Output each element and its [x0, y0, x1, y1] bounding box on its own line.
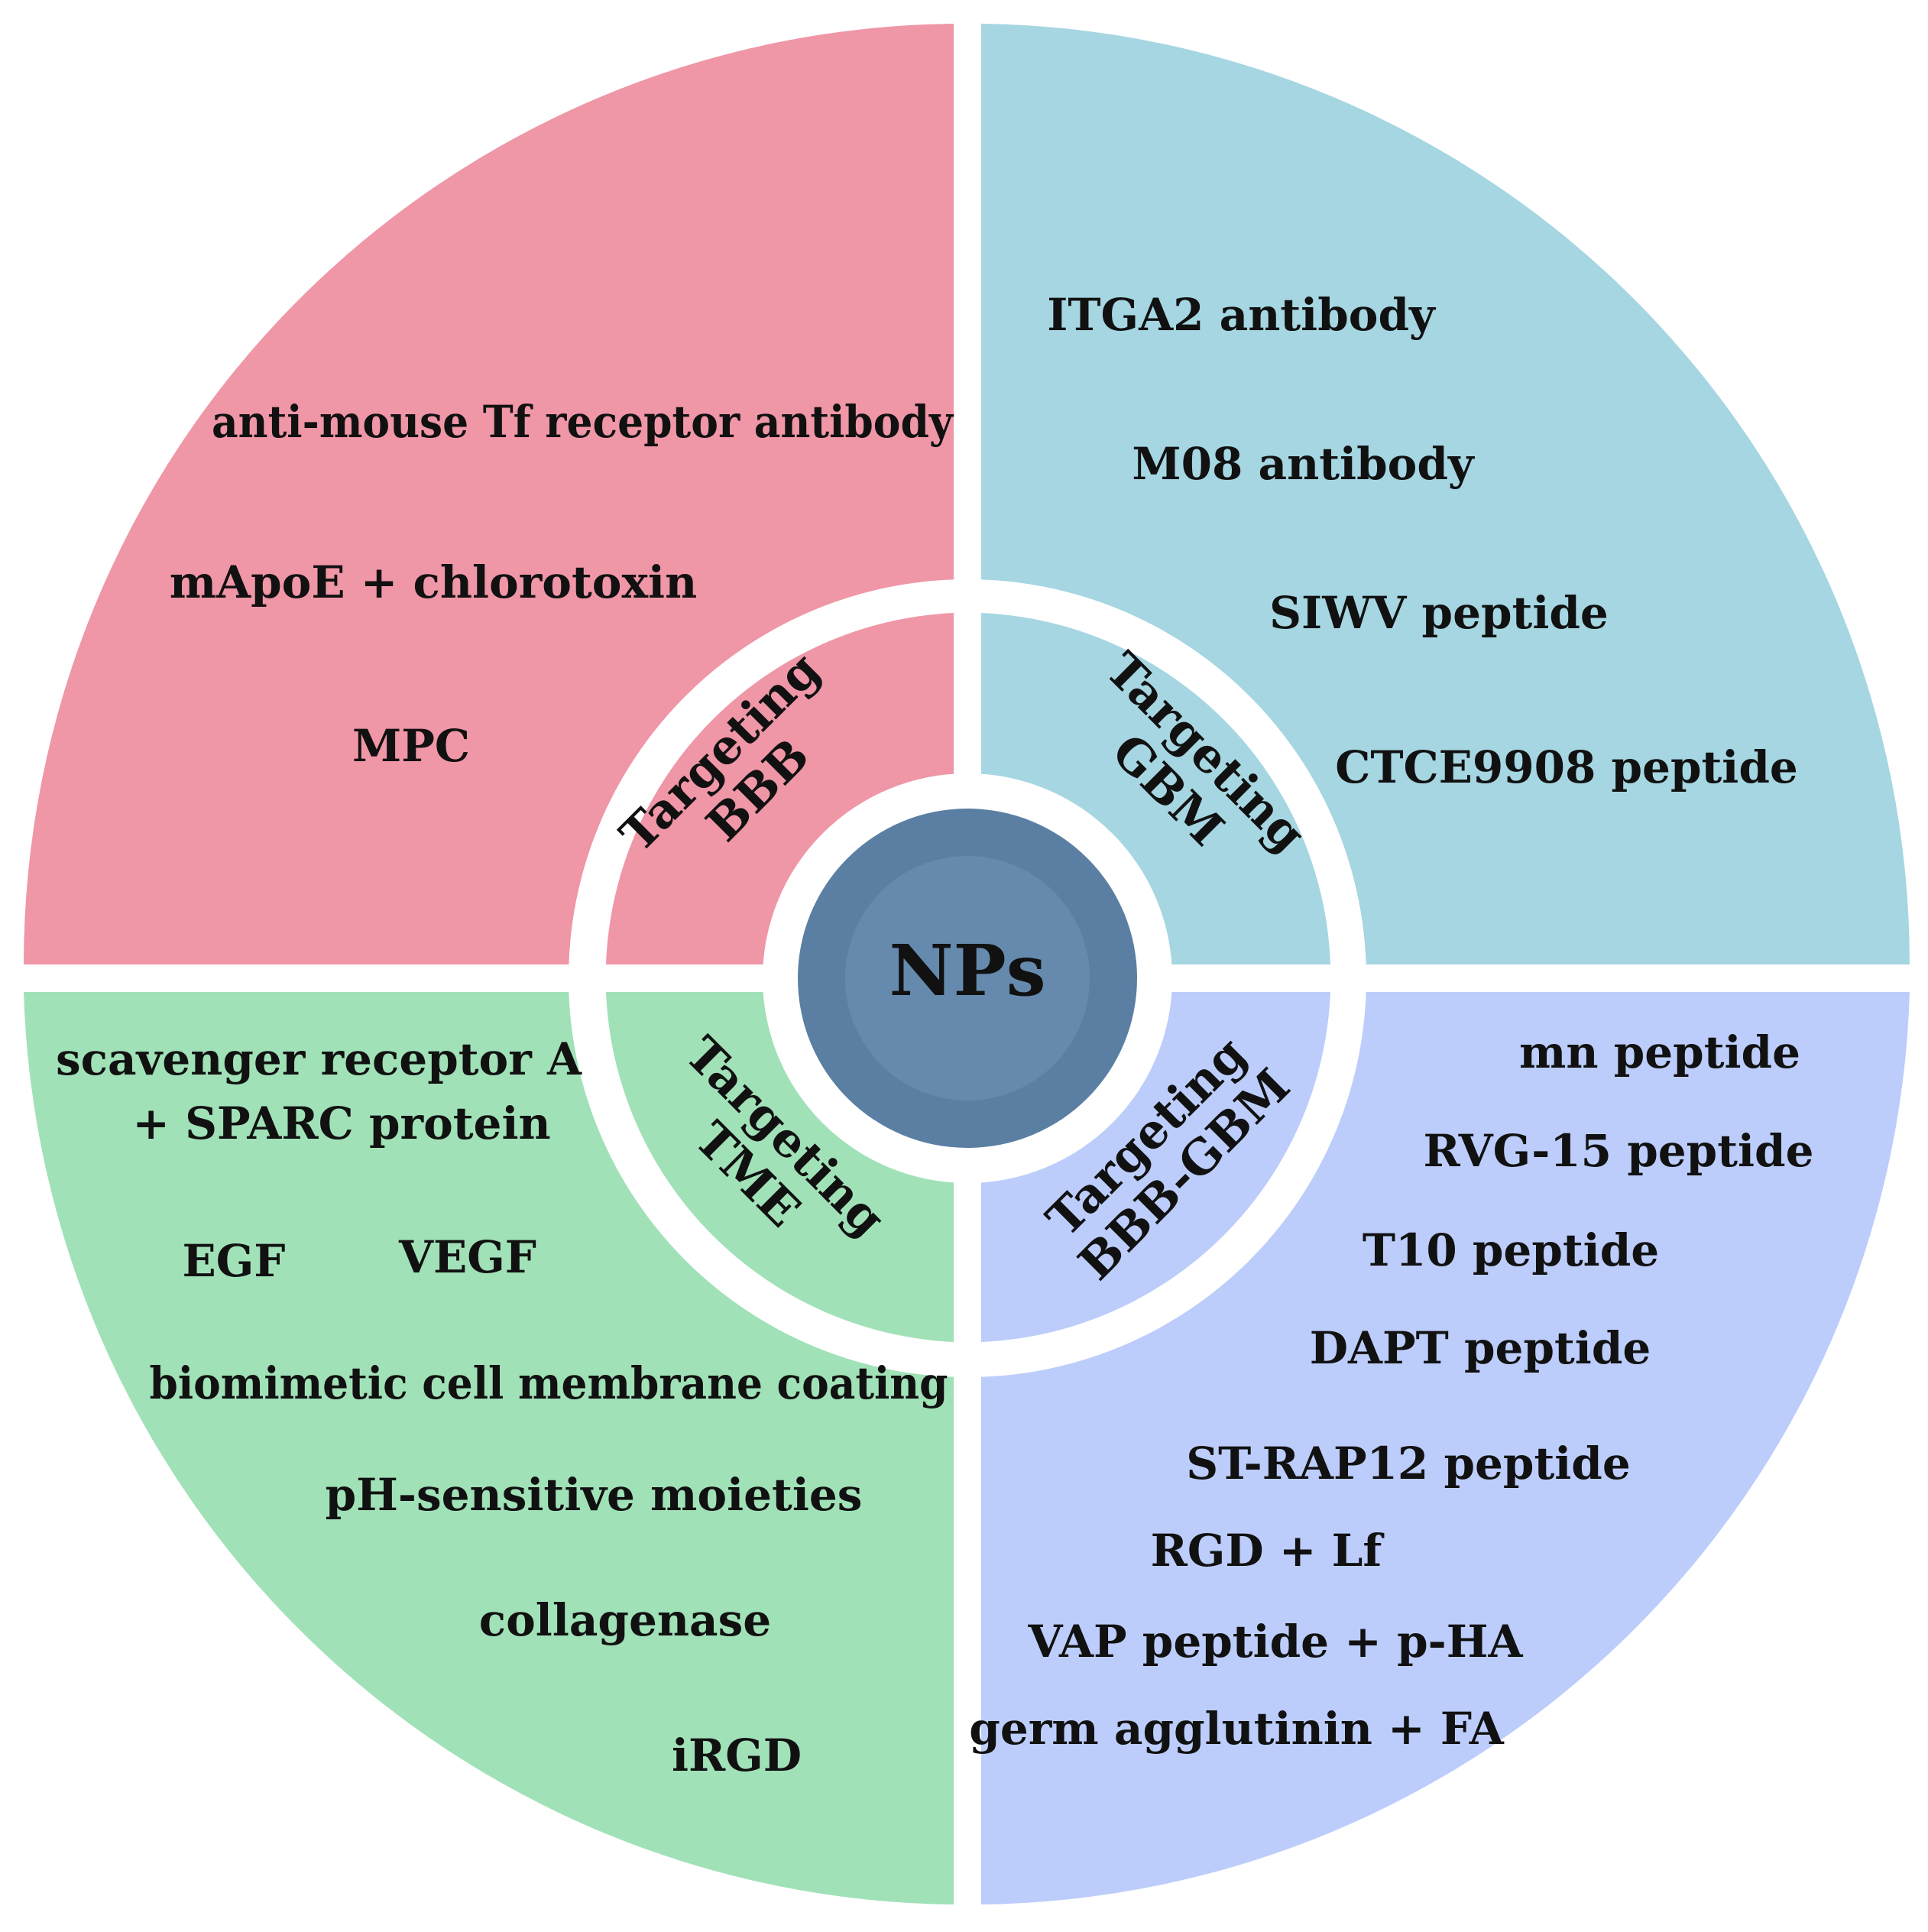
tme-item: iRGD	[672, 1729, 802, 1781]
bbb-gbm-item: T10 peptide	[1363, 1224, 1659, 1276]
bbb-gbm-item: mn peptide	[1519, 1026, 1800, 1078]
bbb-gbm-item: RGD + Lf	[1151, 1525, 1385, 1577]
tme-item: scavenger receptor A	[56, 1033, 582, 1085]
gbm-item: M08 antibody	[1132, 438, 1475, 490]
bbb-gbm-item: RVG-15 peptide	[1423, 1125, 1813, 1177]
tme-item: EGF	[183, 1235, 286, 1287]
gbm-item: SIWV peptide	[1269, 587, 1609, 639]
gbm-item: ITGA2 antibody	[1047, 289, 1437, 341]
bbb-item: anti-mouse Tf receptor antibody	[212, 396, 954, 448]
bbb-item: MPC	[352, 720, 470, 772]
bbb-gbm-item: DAPT peptide	[1310, 1322, 1651, 1374]
bbb-item: mApoE + chlorotoxin	[170, 556, 698, 608]
tme-item: biomimetic cell membrane coating	[150, 1357, 948, 1409]
tme-item: + SPARC protein	[132, 1097, 550, 1149]
gbm-item: CTCE9908 peptide	[1335, 741, 1798, 793]
tme-item: VEGF	[398, 1231, 536, 1283]
center-label: NPs	[889, 929, 1045, 1012]
center-circle-inner	[845, 856, 1090, 1101]
bbb-gbm-item: VAP peptide + p-HA	[1027, 1616, 1523, 1668]
bbb-gbm-item: ST-RAP12 peptide	[1186, 1438, 1631, 1490]
tme-item: collagenase	[479, 1594, 771, 1646]
tme-item: pH-sensitive moieties	[326, 1469, 863, 1521]
bbb-gbm-item: germ agglutinin + FA	[969, 1703, 1504, 1755]
